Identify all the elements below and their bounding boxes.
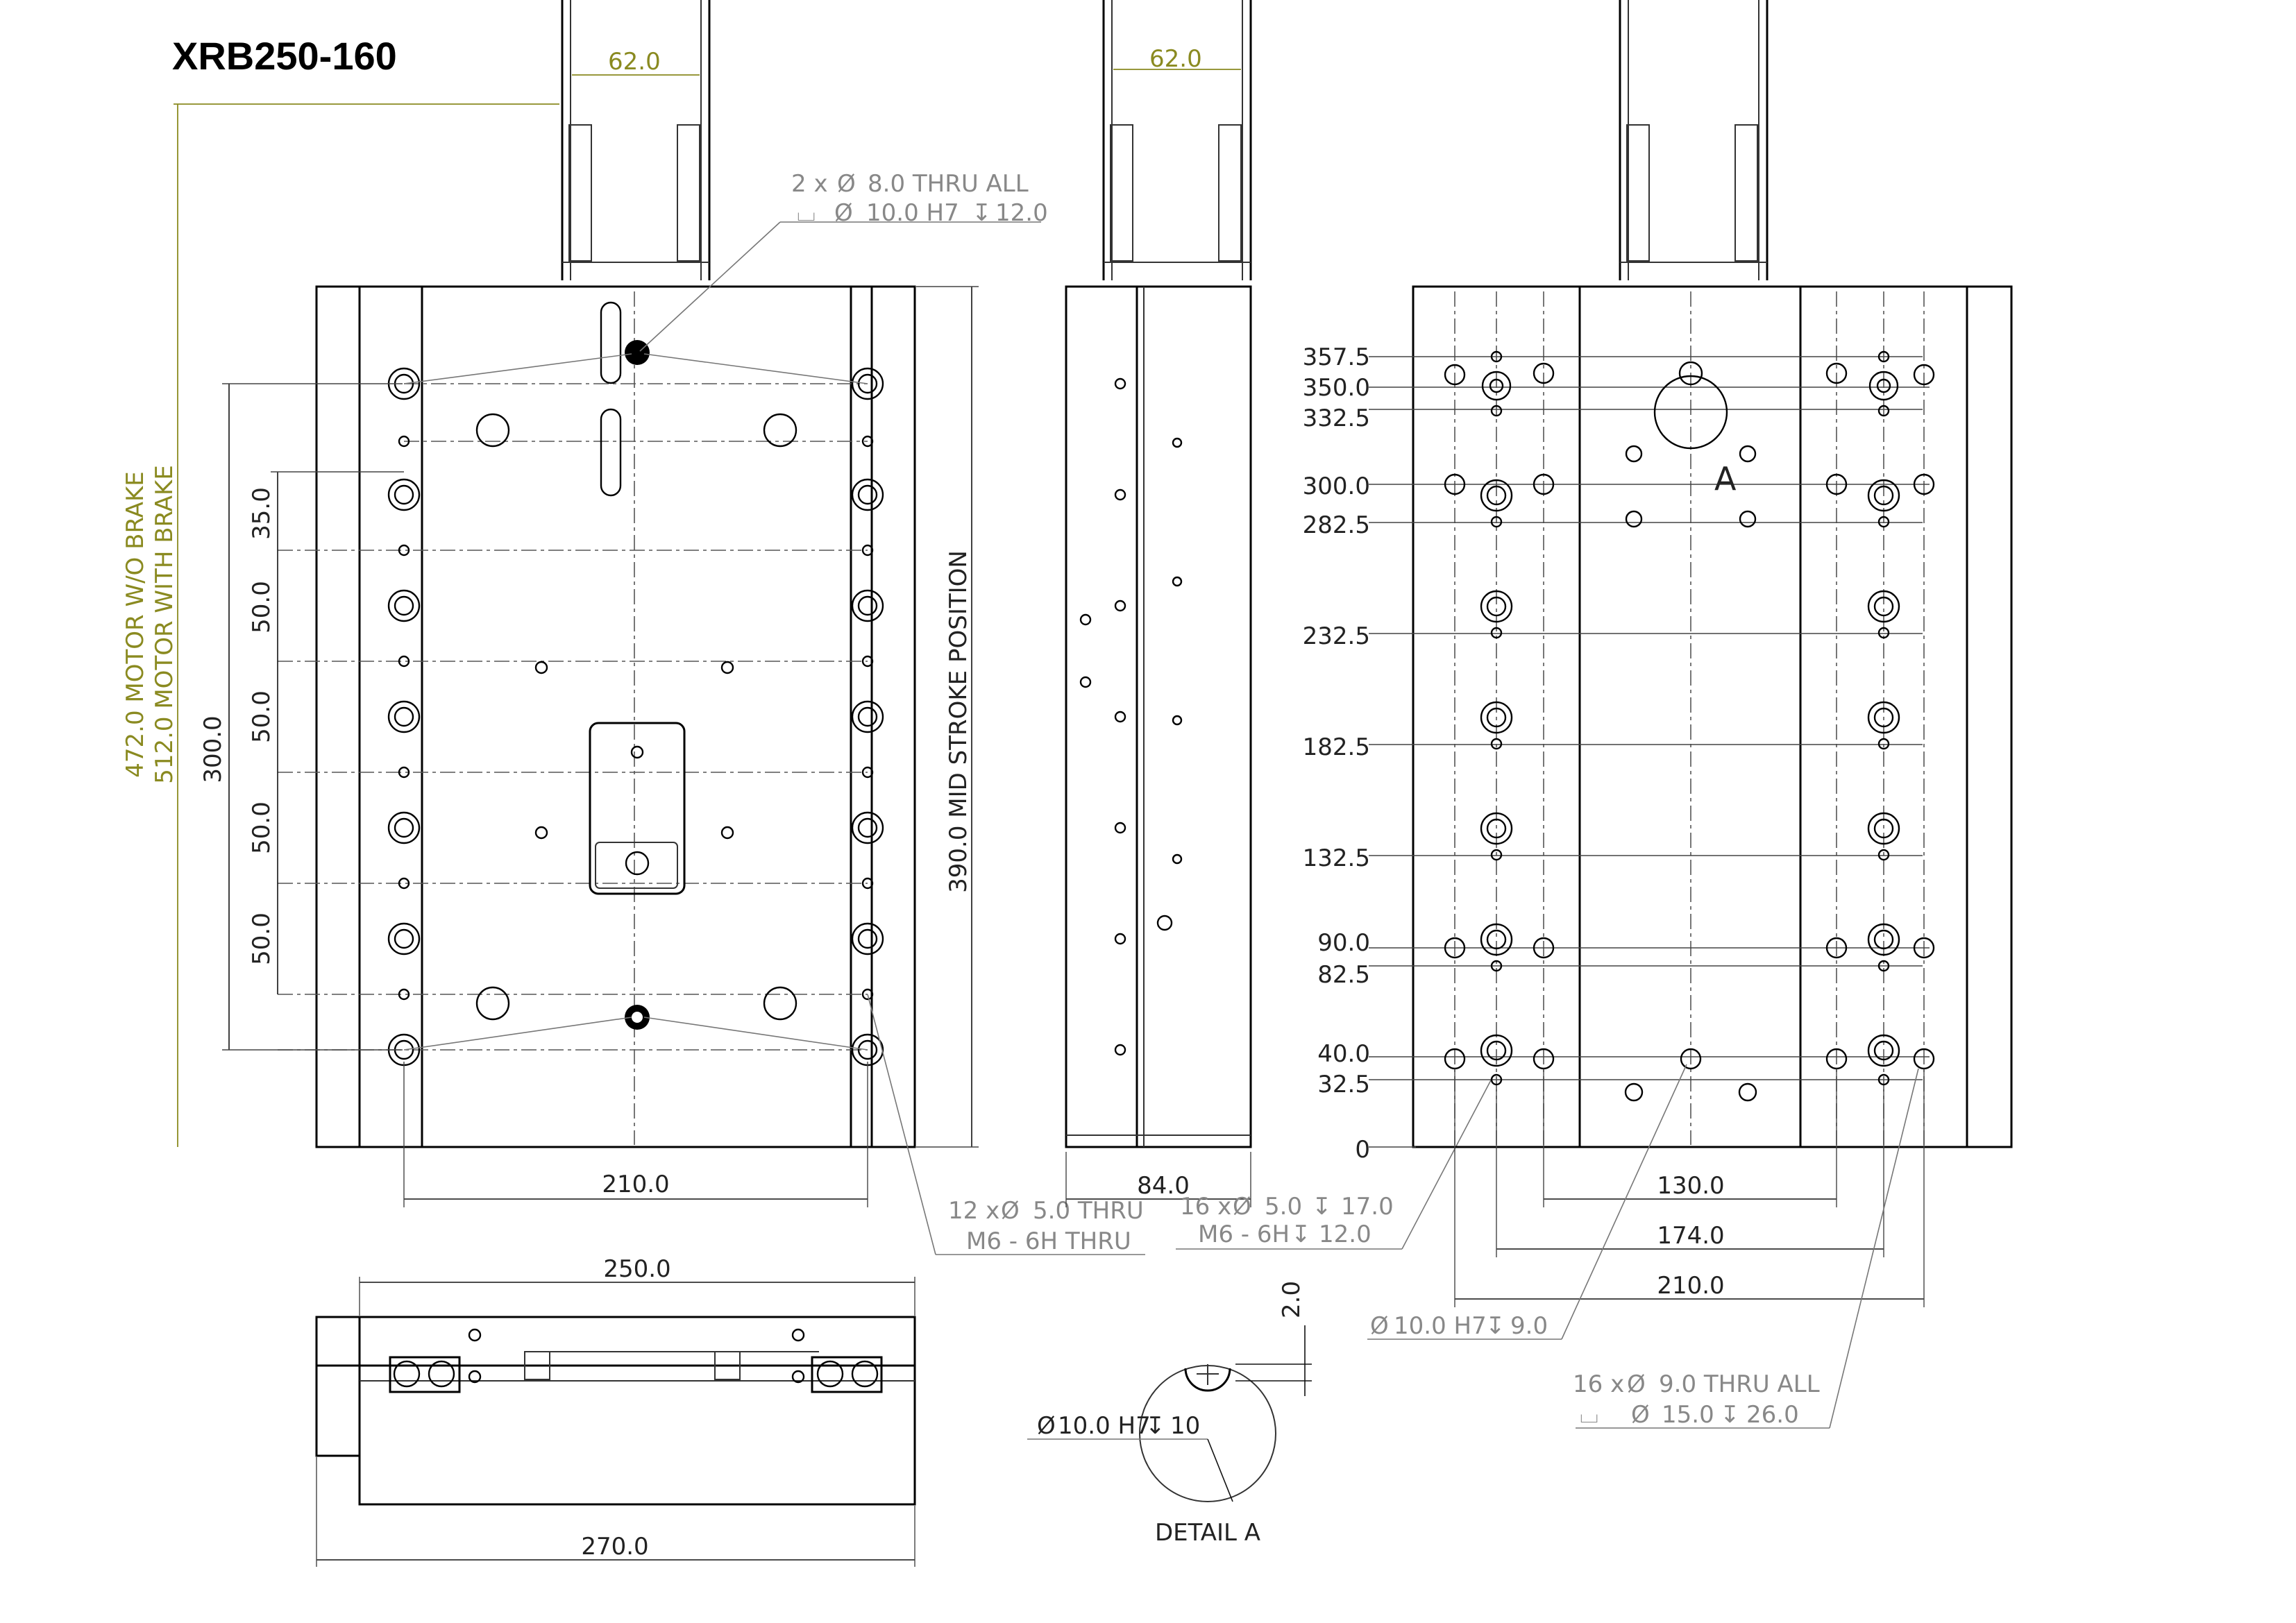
- bottom-horizontal-dimensions: 130.0 174.0 210.0: [1454, 1069, 1925, 1307]
- svg-text:12.0: 12.0: [1319, 1221, 1371, 1248]
- carriage-plate: [589, 722, 686, 895]
- svg-text:⌴: ⌴: [1580, 1401, 1598, 1429]
- svg-text:12 x: 12 x: [948, 1197, 999, 1225]
- svg-text:35.0: 35.0: [248, 487, 276, 540]
- side-holes: [1079, 377, 1183, 1056]
- svg-text:210.0: 210.0: [602, 1171, 669, 1198]
- svg-text:512.0 MOTOR WITH BRAKE: 512.0 MOTOR WITH BRAKE: [151, 465, 178, 784]
- bottom-view: 357.5 350.0 332.5 300.0 282.5 232.5 182.…: [1303, 0, 2013, 1307]
- svg-text:10.0 H7: 10.0 H7: [866, 199, 959, 227]
- callout-16x-bottom: 16 x Ø 9.0 THRU ALL ⌴ Ø 15.0 ↧ 26.0: [1573, 1068, 1919, 1429]
- svg-text:32.5: 32.5: [1317, 1071, 1370, 1098]
- stage-body-side: [1065, 285, 1252, 1148]
- detail-a-label: DETAIL A: [1155, 1519, 1260, 1547]
- svg-text:50.0: 50.0: [248, 912, 276, 965]
- svg-text:5.0: 5.0: [1265, 1193, 1302, 1221]
- svg-text:26.0: 26.0: [1746, 1401, 1799, 1429]
- svg-text:174.0: 174.0: [1657, 1222, 1724, 1250]
- svg-text:⌴: ⌴: [797, 199, 816, 227]
- callout-pin: Ø 10.0 H7 ↧ 9.0: [1367, 1064, 1687, 1340]
- detail-a: 2.0 Ø 10.0 H7 ↧ 10 DETAIL A: [1027, 1281, 1312, 1547]
- svg-text:Ø: Ø: [1233, 1193, 1251, 1221]
- svg-text:50.0: 50.0: [248, 801, 276, 854]
- svg-text:↧: ↧: [1291, 1221, 1311, 1248]
- left-vertical-dimensions: 300.0 35.0 50.0 50.0 50.0 50.0: [199, 383, 404, 1051]
- svg-text:300.0: 300.0: [1303, 473, 1370, 500]
- svg-text:9.0 THRU ALL: 9.0 THRU ALL: [1659, 1370, 1820, 1398]
- bottom-holes: [1444, 350, 1935, 1102]
- svg-text:300.0: 300.0: [199, 715, 227, 783]
- stage-body-top: [315, 285, 916, 1148]
- front-view: 250.0 270.0: [315, 1255, 916, 1567]
- svg-text:10.0 H7: 10.0 H7: [1058, 1412, 1151, 1440]
- svg-text:Ø: Ø: [1370, 1312, 1389, 1340]
- svg-text:50.0: 50.0: [248, 581, 276, 634]
- svg-text:↧: ↧: [1312, 1193, 1332, 1221]
- svg-text:0: 0: [1355, 1136, 1370, 1164]
- svg-text:5.0 THRU: 5.0 THRU: [1033, 1197, 1144, 1225]
- svg-text:15.0: 15.0: [1662, 1401, 1714, 1429]
- stage-body-bottom: [1412, 285, 2013, 1148]
- svg-text:↧: ↧: [1485, 1312, 1505, 1340]
- callout-16x-side: 16 x Ø 5.0 ↧ 17.0 M6 - 6H ↧ 12.0: [1176, 1077, 1493, 1250]
- svg-text:40.0: 40.0: [1317, 1040, 1370, 1068]
- svg-text:12.0: 12.0: [995, 199, 1048, 227]
- y-position-labels: 357.5 350.0 332.5 300.0 282.5 232.5 182.…: [1303, 343, 1930, 1164]
- callout-12x: 12 x Ø 5.0 THRU M6 - 6H THRU: [867, 994, 1145, 1255]
- svg-text:50.0: 50.0: [248, 690, 276, 743]
- detail-a-marker: A: [1714, 460, 1737, 498]
- svg-text:Ø: Ø: [1037, 1412, 1056, 1440]
- svg-text:10.0 H7: 10.0 H7: [1394, 1312, 1487, 1340]
- motor-housing: [561, 0, 711, 280]
- svg-text:Ø: Ø: [834, 199, 853, 227]
- svg-text:8.0 THRU ALL: 8.0 THRU ALL: [868, 170, 1029, 198]
- svg-text:↧: ↧: [1720, 1401, 1740, 1429]
- svg-text:390.0 MID STROKE POSITION: 390.0 MID STROKE POSITION: [945, 550, 972, 893]
- svg-text:Ø: Ø: [837, 170, 856, 198]
- svg-text:132.5: 132.5: [1303, 844, 1370, 872]
- svg-text:332.5: 332.5: [1303, 405, 1370, 432]
- svg-text:357.5: 357.5: [1303, 343, 1370, 371]
- width-210-dimension: 210.0: [403, 1062, 868, 1207]
- svg-text:Ø: Ø: [1631, 1401, 1650, 1429]
- svg-text:2.0: 2.0: [1278, 1281, 1306, 1318]
- svg-text:M6 - 6H: M6 - 6H: [1198, 1221, 1290, 1248]
- svg-text:210.0: 210.0: [1657, 1272, 1724, 1300]
- svg-text:90.0: 90.0: [1317, 929, 1370, 957]
- svg-text:232.5: 232.5: [1303, 622, 1370, 650]
- svg-text:250.0: 250.0: [603, 1255, 670, 1283]
- svg-text:182.5: 182.5: [1303, 733, 1370, 761]
- svg-text:↧: ↧: [1145, 1412, 1165, 1440]
- svg-text:M6 - 6H THRU: M6 - 6H THRU: [966, 1227, 1131, 1255]
- svg-text:16 x: 16 x: [1573, 1370, 1624, 1398]
- svg-text:472.0 MOTOR W/O BRAKE: 472.0 MOTOR W/O BRAKE: [121, 471, 149, 777]
- svg-text:2 x: 2 x: [791, 170, 828, 198]
- svg-text:270.0: 270.0: [581, 1533, 648, 1561]
- svg-text:282.5: 282.5: [1303, 511, 1370, 539]
- drawing-title: XRB250-160: [172, 34, 397, 78]
- top-view: 62.0: [121, 0, 979, 1207]
- svg-text:62.0: 62.0: [1149, 45, 1202, 73]
- svg-text:10: 10: [1170, 1412, 1200, 1440]
- svg-text:16 x: 16 x: [1180, 1193, 1231, 1221]
- svg-text:↧: ↧: [972, 199, 992, 227]
- dowel-hole-top: [625, 340, 650, 365]
- mounting-holes-top: [387, 367, 884, 1067]
- svg-text:Ø: Ø: [1627, 1370, 1646, 1398]
- svg-text:84.0: 84.0: [1137, 1172, 1190, 1200]
- svg-text:350.0: 350.0: [1303, 374, 1370, 402]
- dowel-callout: 2 x Ø 8.0 THRU ALL ⌴ Ø 10.0 H7 ↧ 12.0: [639, 170, 1048, 352]
- svg-text:9.0: 9.0: [1510, 1312, 1548, 1340]
- svg-text:17.0: 17.0: [1341, 1193, 1394, 1221]
- svg-text:130.0: 130.0: [1657, 1172, 1724, 1200]
- side-view: 62.0 84.0: [1065, 0, 1252, 1207]
- motor-length-dimension: 472.0 MOTOR W/O BRAKE 512.0 MOTOR WITH B…: [121, 103, 559, 1147]
- svg-text:82.5: 82.5: [1317, 961, 1370, 989]
- svg-text:62.0: 62.0: [608, 48, 661, 76]
- motor-width-dimension: 62.0: [572, 48, 700, 76]
- stroke-dimension: 390.0 MID STROKE POSITION: [916, 286, 979, 1148]
- svg-text:Ø: Ø: [1001, 1197, 1020, 1225]
- end-stop-screws: [389, 1356, 883, 1393]
